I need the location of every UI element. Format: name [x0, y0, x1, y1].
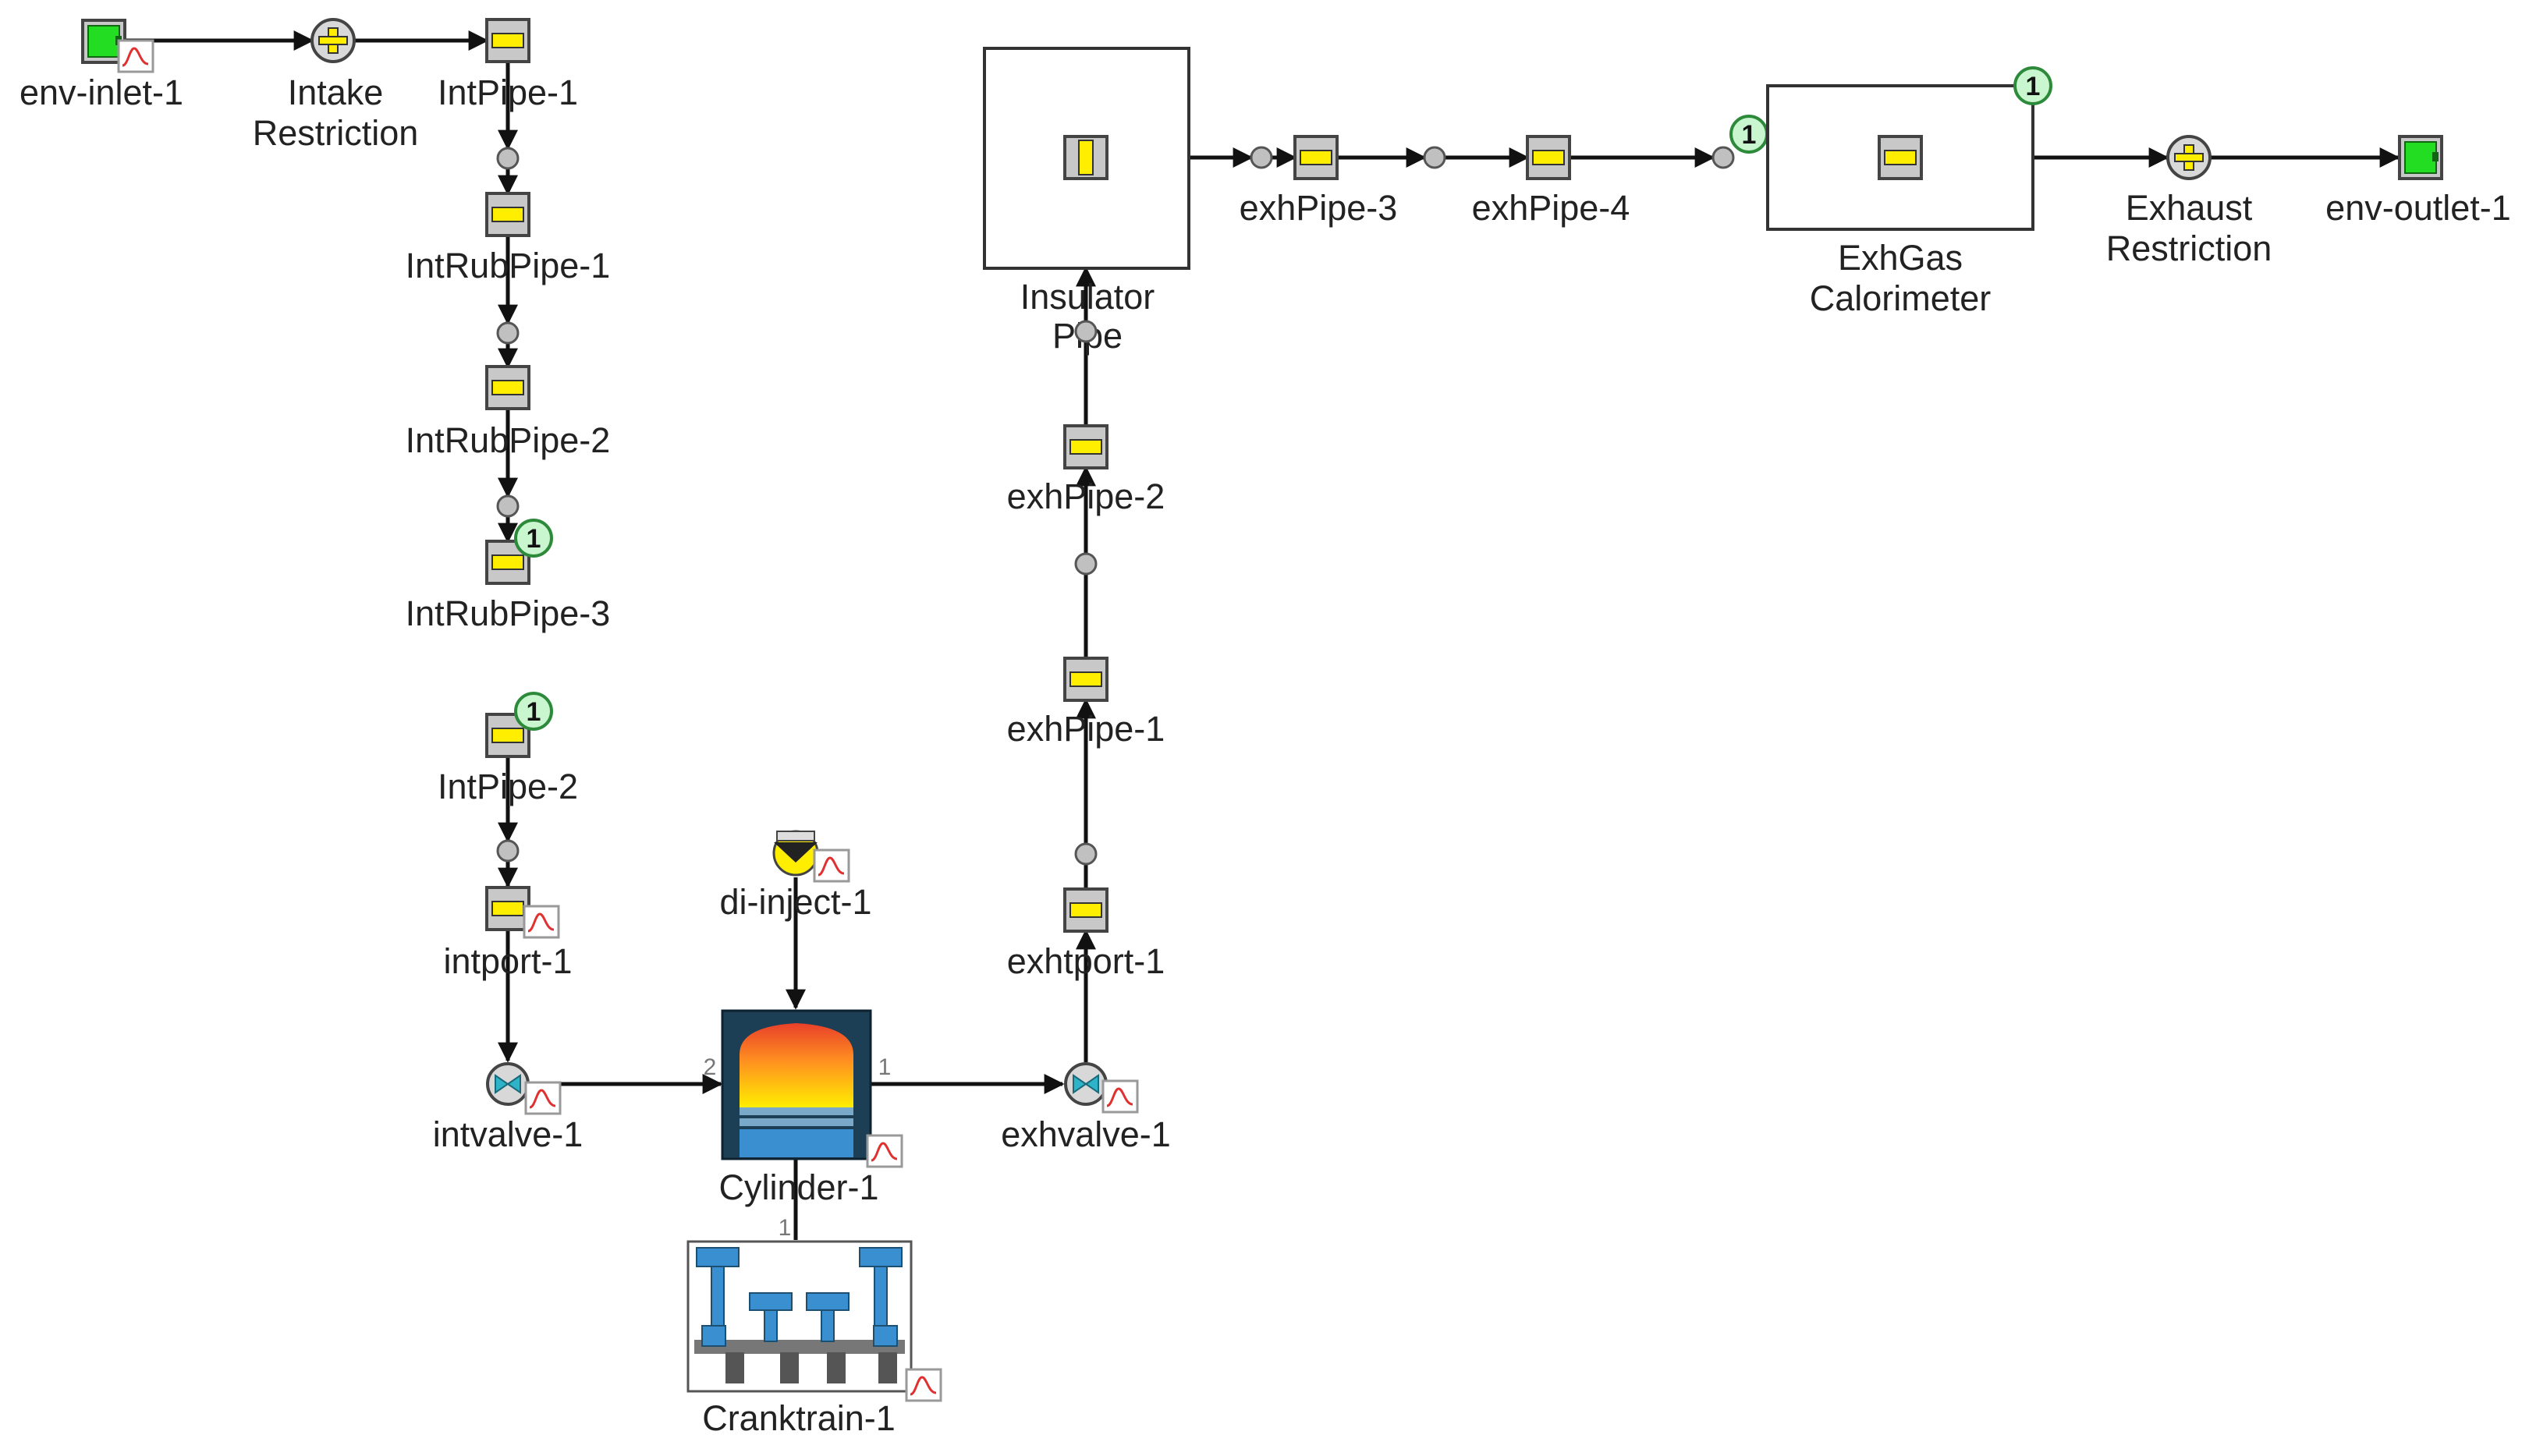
orifice-icon [2166, 135, 2212, 180]
valve-icon [1064, 1062, 1108, 1106]
pipe-icon [1293, 135, 1339, 180]
exhaust-restriction-label-line2: Restriction [2106, 228, 2272, 268]
exhgas-calorimeter-component[interactable] [1766, 84, 2034, 231]
junction-icon[interactable] [1074, 842, 1098, 866]
di-inject-1-label: di-inject-1 [719, 882, 871, 922]
exhpipe-3-label: exhPipe-3 [1240, 188, 1398, 228]
insulator-pipe-component[interactable] [983, 47, 1190, 270]
exhgas-calorimeter-label-line1: ExhGas [1838, 238, 1963, 278]
link-badge[interactable]: 1 [1729, 115, 1768, 154]
pipe-icon [485, 192, 530, 237]
intport-1-label: intport-1 [443, 941, 572, 981]
cylinder-crank-port-number: 1 [779, 1215, 792, 1241]
exhaust-restriction-label-line1: Exhaust [2126, 188, 2253, 228]
exhvalve-1-component[interactable] [1064, 1062, 1139, 1114]
intpipe-1-component[interactable] [485, 18, 530, 63]
junction-icon[interactable] [1074, 552, 1098, 576]
exhpipe-1-label: exhPipe-1 [1007, 709, 1165, 749]
intake-restriction-component[interactable] [310, 18, 356, 63]
intrubpipe-1-component[interactable] [485, 192, 530, 237]
exhpipe-1-component[interactable] [1063, 657, 1108, 702]
link-badge[interactable]: 1 [2013, 66, 2052, 105]
cylinder-intake-port-number: 2 [704, 1054, 717, 1080]
intvalve-1-label: intvalve-1 [433, 1114, 584, 1154]
junction-icon[interactable] [496, 321, 520, 345]
pipe-icon [485, 18, 530, 63]
link-badge-text: 1 [2026, 72, 2041, 101]
plot-icon [813, 848, 850, 883]
intrubpipe-2-component[interactable] [485, 365, 530, 410]
exhvalve-1-label: exhvalve-1 [1001, 1114, 1171, 1154]
exhpipe-4-label: exhPipe-4 [1472, 188, 1630, 228]
pipe-icon [1063, 887, 1108, 933]
intpipe-1-label: IntPipe-1 [438, 73, 578, 112]
cylinder-1-component[interactable] [721, 1009, 903, 1168]
exhtport-1-label: exhtport-1 [1007, 941, 1165, 981]
env-outlet-label: env-outlet-1 [2325, 188, 2511, 228]
junction-icon[interactable] [496, 494, 520, 518]
link-badge[interactable]: 1 [514, 519, 553, 558]
junction-icon[interactable] [1423, 146, 1446, 169]
env-inlet-component[interactable] [81, 19, 154, 73]
intrubpipe-3-label: IntRubPipe-3 [406, 593, 611, 633]
junction-icon[interactable] [1711, 146, 1735, 169]
exhpipe-3-component[interactable] [1293, 135, 1339, 180]
pipe-icon [1063, 657, 1108, 702]
pipe-icon [1878, 135, 1923, 180]
link-badge[interactable]: 1 [514, 692, 553, 731]
link-badge-text: 1 [527, 524, 541, 554]
exhpipe-2-component[interactable] [1063, 424, 1108, 469]
exhpipe-4-component[interactable] [1526, 135, 1571, 180]
cranktrain-1-component[interactable] [686, 1240, 942, 1402]
pipe-icon [485, 886, 530, 931]
insulator-pipe-label-line1: Insulator [1020, 277, 1155, 317]
env-inlet-label: env-inlet-1 [20, 73, 183, 112]
connections [125, 30, 2400, 1240]
pipe-icon [1526, 135, 1571, 180]
junction-icon[interactable] [1074, 320, 1098, 343]
exhgas-calorimeter-label-line2: Calorimeter [1810, 278, 1992, 318]
pipe-icon [1063, 424, 1108, 469]
exhpipe-2-label: exhPipe-2 [1007, 476, 1165, 516]
junction-icon[interactable] [1250, 146, 1273, 169]
plot-icon [524, 1081, 562, 1115]
intake-restriction-label-line2: Restriction [253, 113, 419, 153]
cylinder-exhaust-port-number: 1 [878, 1054, 892, 1080]
pipe-icon [485, 365, 530, 410]
plot-icon [117, 39, 154, 73]
intpipe-2-label: IntPipe-2 [438, 767, 578, 806]
intrubpipe-2-label: IntRubPipe-2 [406, 420, 611, 460]
junction-icon[interactable] [496, 839, 520, 863]
env-outlet-component[interactable] [2398, 135, 2443, 180]
exhtport-1-component[interactable] [1063, 887, 1108, 933]
junction-icon[interactable] [496, 147, 520, 170]
link-badge-text: 1 [1742, 120, 1757, 150]
plot-icon [1101, 1079, 1139, 1114]
cranktrain-1-label: Cranktrain-1 [702, 1398, 896, 1438]
intvalve-1-component[interactable] [486, 1062, 562, 1115]
plot-icon [523, 905, 560, 939]
link-badge-text: 1 [527, 697, 541, 727]
plot-icon [866, 1134, 903, 1168]
intake-restriction-label-line1: Intake [288, 73, 384, 112]
valve-icon [486, 1062, 530, 1106]
plot-icon [905, 1368, 942, 1402]
intrubpipe-1-label: IntRubPipe-1 [406, 246, 611, 285]
di-inject-1-component[interactable] [772, 830, 850, 883]
orifice-icon [310, 18, 356, 63]
exhaust-restriction-component[interactable] [2166, 135, 2212, 180]
cylinder-1-label: Cylinder-1 [718, 1167, 878, 1207]
intport-1-component[interactable] [485, 886, 560, 939]
